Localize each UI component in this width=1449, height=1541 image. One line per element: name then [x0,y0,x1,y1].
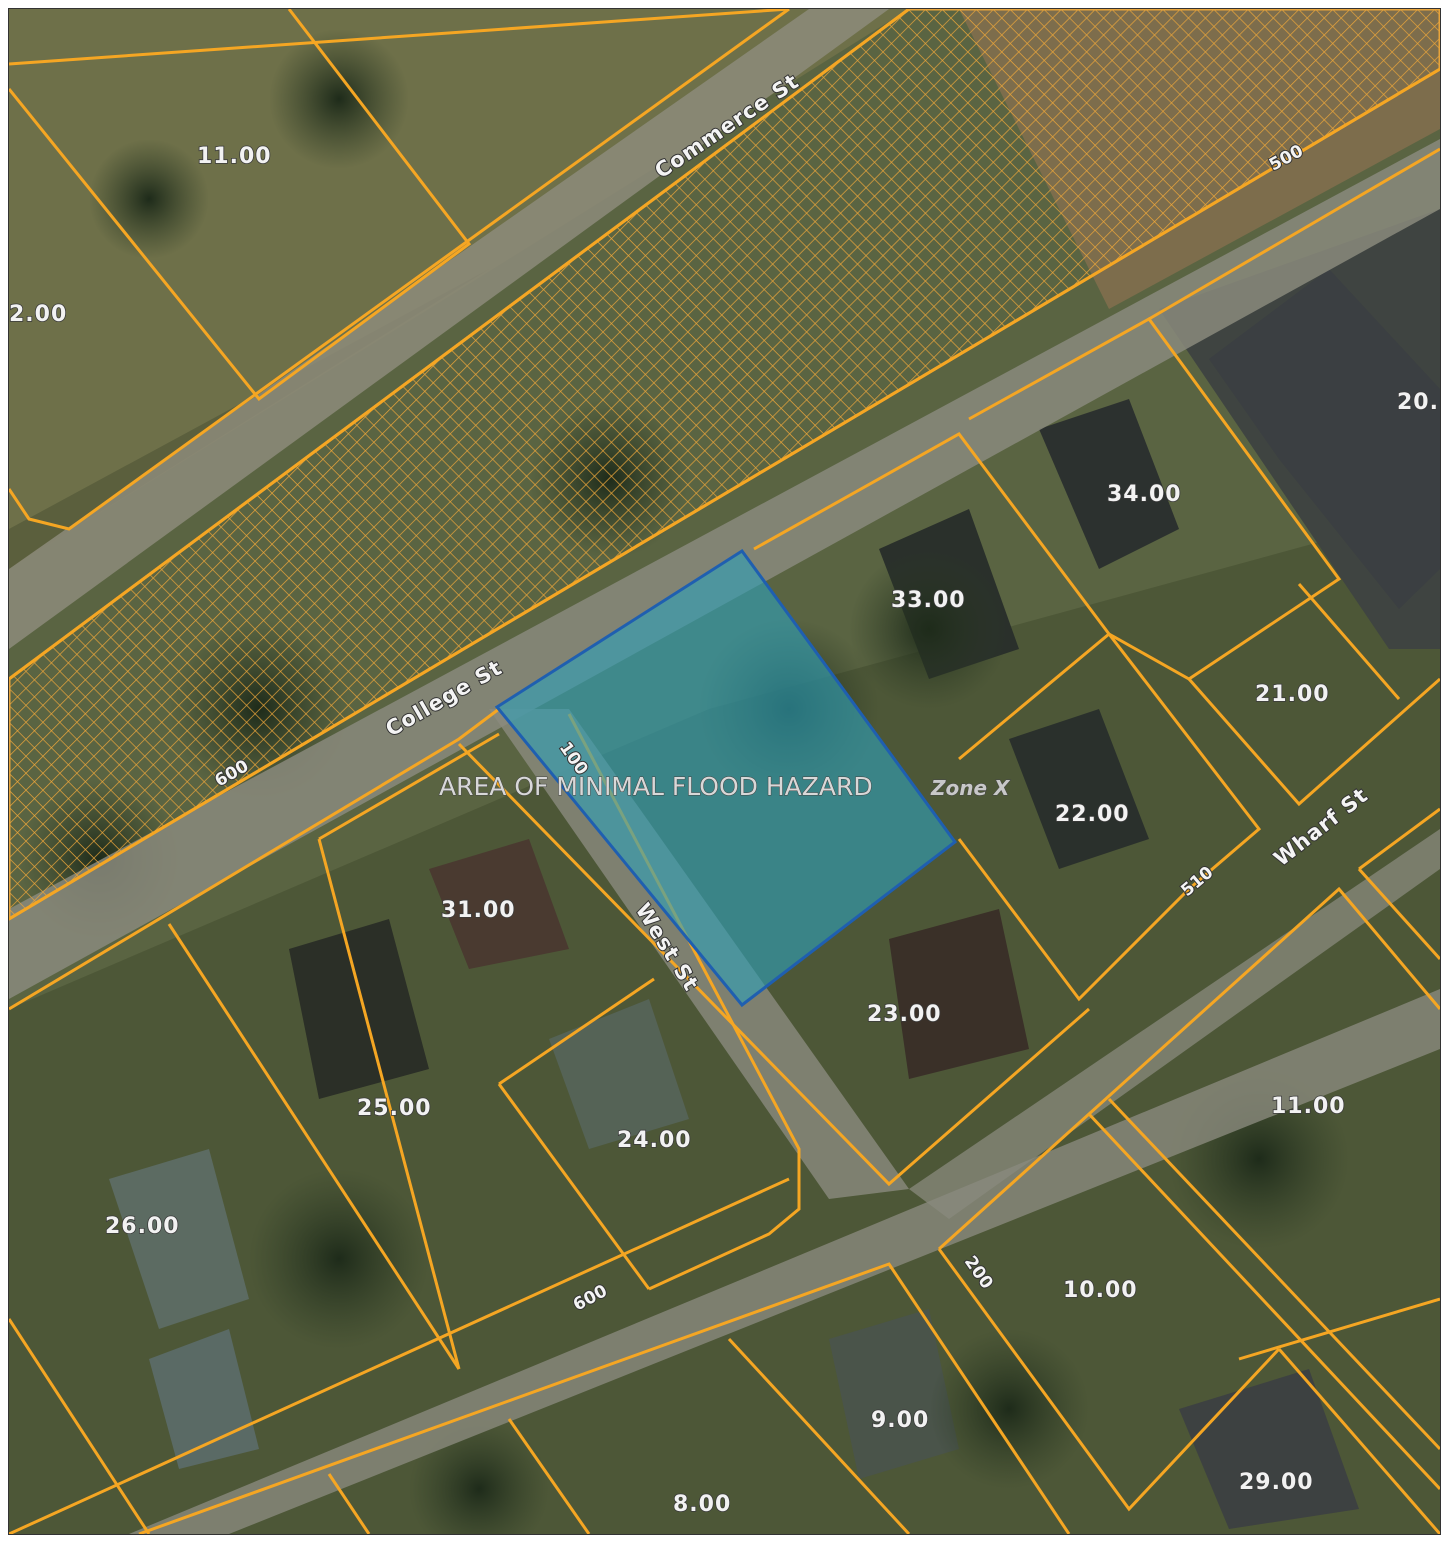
flood-hazard-label: AREA OF MINIMAL FLOOD HAZARD [439,772,873,801]
parcel-boundaries [9,9,1440,1534]
parcel-label: 24.00 [617,1128,692,1153]
map-canvas[interactable]: 11.00 2.00 20. 34.00 33.00 21.00 22.00 3… [9,9,1440,1534]
parcel-label: 10.00 [1063,1278,1138,1303]
parcel-label: 23.00 [867,1002,942,1027]
parcel-label: 9.00 [871,1408,929,1433]
flood-zone-label: Zone X [930,776,1011,800]
parcel-label: 25.00 [357,1096,432,1121]
parcel-label: 34.00 [1107,482,1182,507]
parcel-label: 33.00 [891,588,966,613]
subject-parcel-highlight[interactable] [494,548,958,1008]
parcel-label: 8.00 [673,1492,731,1517]
parcel-label: 20. [1397,390,1439,415]
parcel-label: 11.00 [197,144,272,169]
parcel-label: 29.00 [1239,1470,1314,1495]
parcel-label: 2.00 [9,302,67,327]
aerial-parcel-map[interactable]: 11.00 2.00 20. 34.00 33.00 21.00 22.00 3… [8,8,1441,1535]
parcel-label: 21.00 [1255,682,1330,707]
parcel-label: 31.00 [441,898,516,923]
parcel-label: 26.00 [105,1214,180,1239]
parcel-label: 11.00 [1271,1094,1346,1119]
parcel-label: 22.00 [1055,802,1130,827]
parcel-labels: 11.00 2.00 20. 34.00 33.00 21.00 22.00 3… [9,143,1439,1518]
